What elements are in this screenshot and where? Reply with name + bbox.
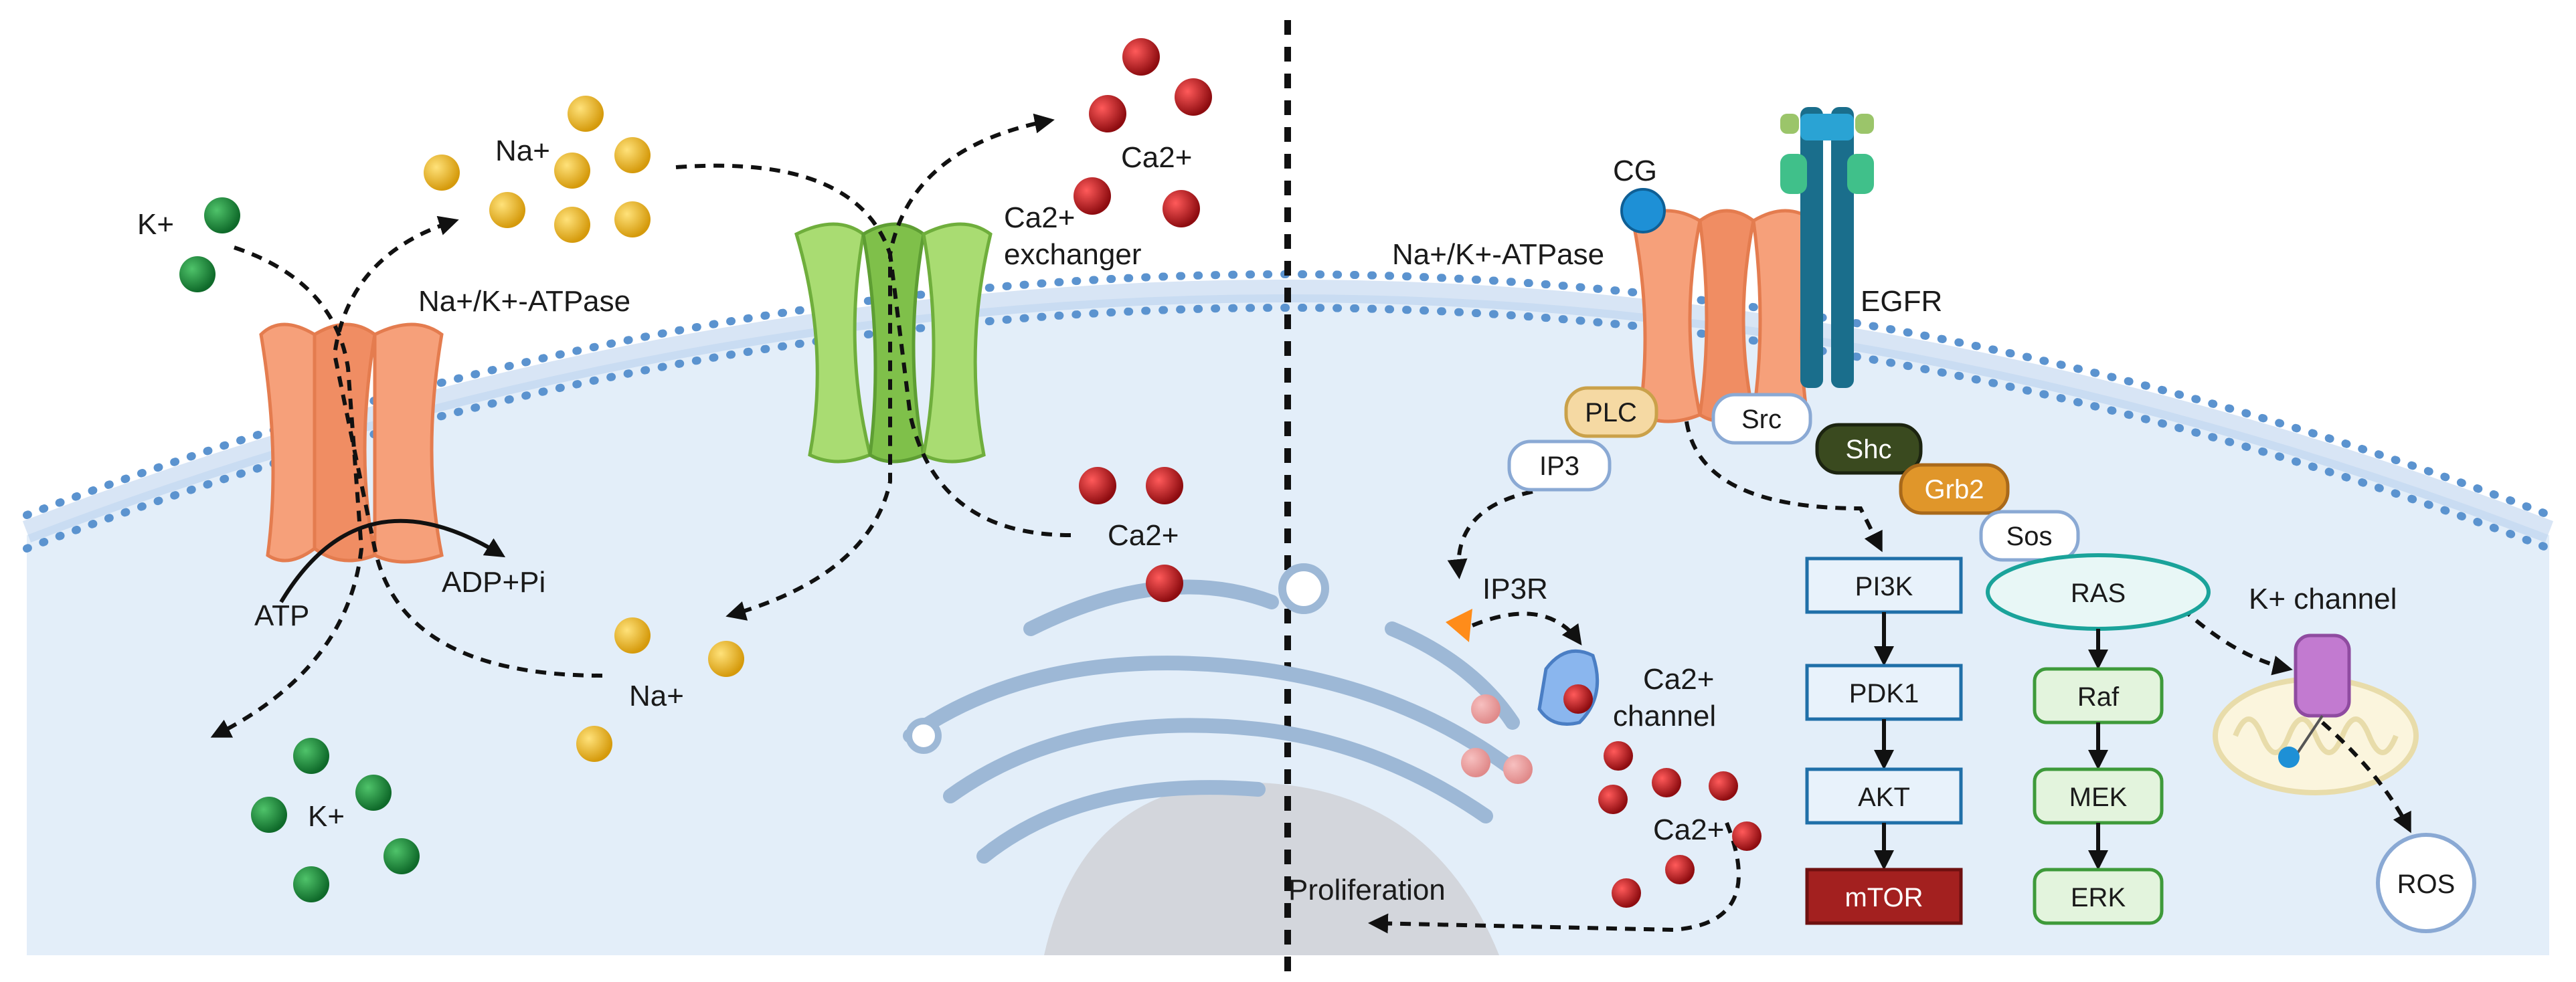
label-egfr: EGFR <box>1861 285 1942 318</box>
node-akt: AKT <box>1805 767 1963 825</box>
label-proliferation: Proliferation <box>1288 874 1446 906</box>
node-pdk1: PDK1 <box>1805 664 1963 721</box>
node-raf: Raf <box>2033 667 2164 724</box>
label-ip3r: IP3R <box>1482 573 1548 605</box>
sodium-ions-bottom <box>576 617 744 762</box>
node-grb2-label: Grb2 <box>1925 475 1984 504</box>
label-na-bottom: Na+ <box>629 680 684 712</box>
calcium-ions-top <box>1074 38 1212 227</box>
node-akt-label: AKT <box>1858 783 1910 812</box>
node-mek: MEK <box>2033 767 2164 825</box>
calcium-er-light <box>1461 694 1533 784</box>
k-channel <box>2278 633 2351 768</box>
label-exchanger-1: Ca2+ <box>1004 201 1075 234</box>
label-exchanger-2: exchanger <box>1004 238 1141 271</box>
sodium-ions-top <box>424 96 651 243</box>
ca-channel <box>1537 649 1600 726</box>
label-atp: ATP <box>254 599 309 632</box>
calcium-exchanger <box>794 222 993 464</box>
ip3r-receptor <box>1446 609 1472 642</box>
path-na-out <box>332 215 603 678</box>
potassium-ions-bottom <box>251 738 420 902</box>
path-ca-proliferation <box>1368 821 1741 934</box>
calcium-ions-er <box>1598 741 1762 908</box>
node-shc-label: Shc <box>1846 435 1892 464</box>
atp-arrow <box>279 518 506 603</box>
node-src-label: Src <box>1741 405 1782 434</box>
node-grb2: Grb2 <box>1899 463 2010 515</box>
label-k-channel: K+ channel <box>2249 583 2397 615</box>
node-ras-label: RAS <box>2071 579 2126 608</box>
endoplasmic-reticulum <box>903 579 1520 864</box>
label-k-bottom: K+ <box>308 800 345 833</box>
node-shc: Shc <box>1815 423 1923 475</box>
node-plc-label: PLC <box>1585 398 1637 427</box>
label-ca-channel-2: channel <box>1613 700 1716 732</box>
node-mek-label: MEK <box>2069 783 2128 812</box>
egfr-receptor <box>1780 107 1874 388</box>
node-sos-label: Sos <box>2006 522 2053 551</box>
path-kchannel-ros <box>2321 720 2411 833</box>
label-ca-mid: Ca2+ <box>1108 519 1179 552</box>
label-ca-channel-1: Ca2+ <box>1643 663 1714 696</box>
node-plc: PLC <box>1564 386 1658 438</box>
node-pi3k-label: PI3K <box>1855 572 1913 601</box>
node-pi3k: PI3K <box>1805 557 1963 614</box>
path-ip3r-to-channel <box>1471 611 1582 646</box>
label-cg: CG <box>1613 155 1657 187</box>
path-ca-exchanger <box>887 113 1071 537</box>
label-pump-left: Na+/K+-ATPase <box>418 285 630 318</box>
calcium-ions-mid <box>1079 467 1183 602</box>
label-k-top: K+ <box>137 208 174 241</box>
node-mtor-label: mTOR <box>1844 883 1923 912</box>
cg-ligand <box>1620 188 1666 233</box>
node-ros: ROS <box>2376 833 2476 933</box>
potassium-ions-top <box>179 197 240 292</box>
node-ras: RAS <box>1986 553 2211 631</box>
node-pdk1-label: PDK1 <box>1849 679 1919 708</box>
na-k-atpase-pump-right <box>1631 209 1816 423</box>
label-ca-er: Ca2+ <box>1653 813 1724 846</box>
path-ip3-to-ip3r <box>1447 490 1533 579</box>
nucleus <box>1044 782 1499 955</box>
node-ip3-label: IP3 <box>1539 452 1579 481</box>
node-raf-label: Raf <box>2077 682 2120 712</box>
label-ca-top: Ca2+ <box>1121 141 1192 174</box>
node-mtor: mTOR <box>1805 868 1963 925</box>
path-k-in <box>210 246 364 738</box>
node-ip3: IP3 <box>1507 439 1612 492</box>
label-na-top: Na+ <box>495 134 550 167</box>
node-erk-label: ERK <box>2071 883 2126 912</box>
na-k-atpase-pump-left <box>259 322 444 564</box>
label-adp: ADP+Pi <box>442 566 545 599</box>
label-pump-right: Na+/K+-ATPase <box>1392 238 1604 271</box>
path-plc-pi3k <box>1685 421 1883 553</box>
node-ros-label: ROS <box>2397 870 2456 899</box>
node-src: Src <box>1711 393 1812 445</box>
node-sos: Sos <box>1979 510 2080 562</box>
node-erk: ERK <box>2033 868 2164 925</box>
